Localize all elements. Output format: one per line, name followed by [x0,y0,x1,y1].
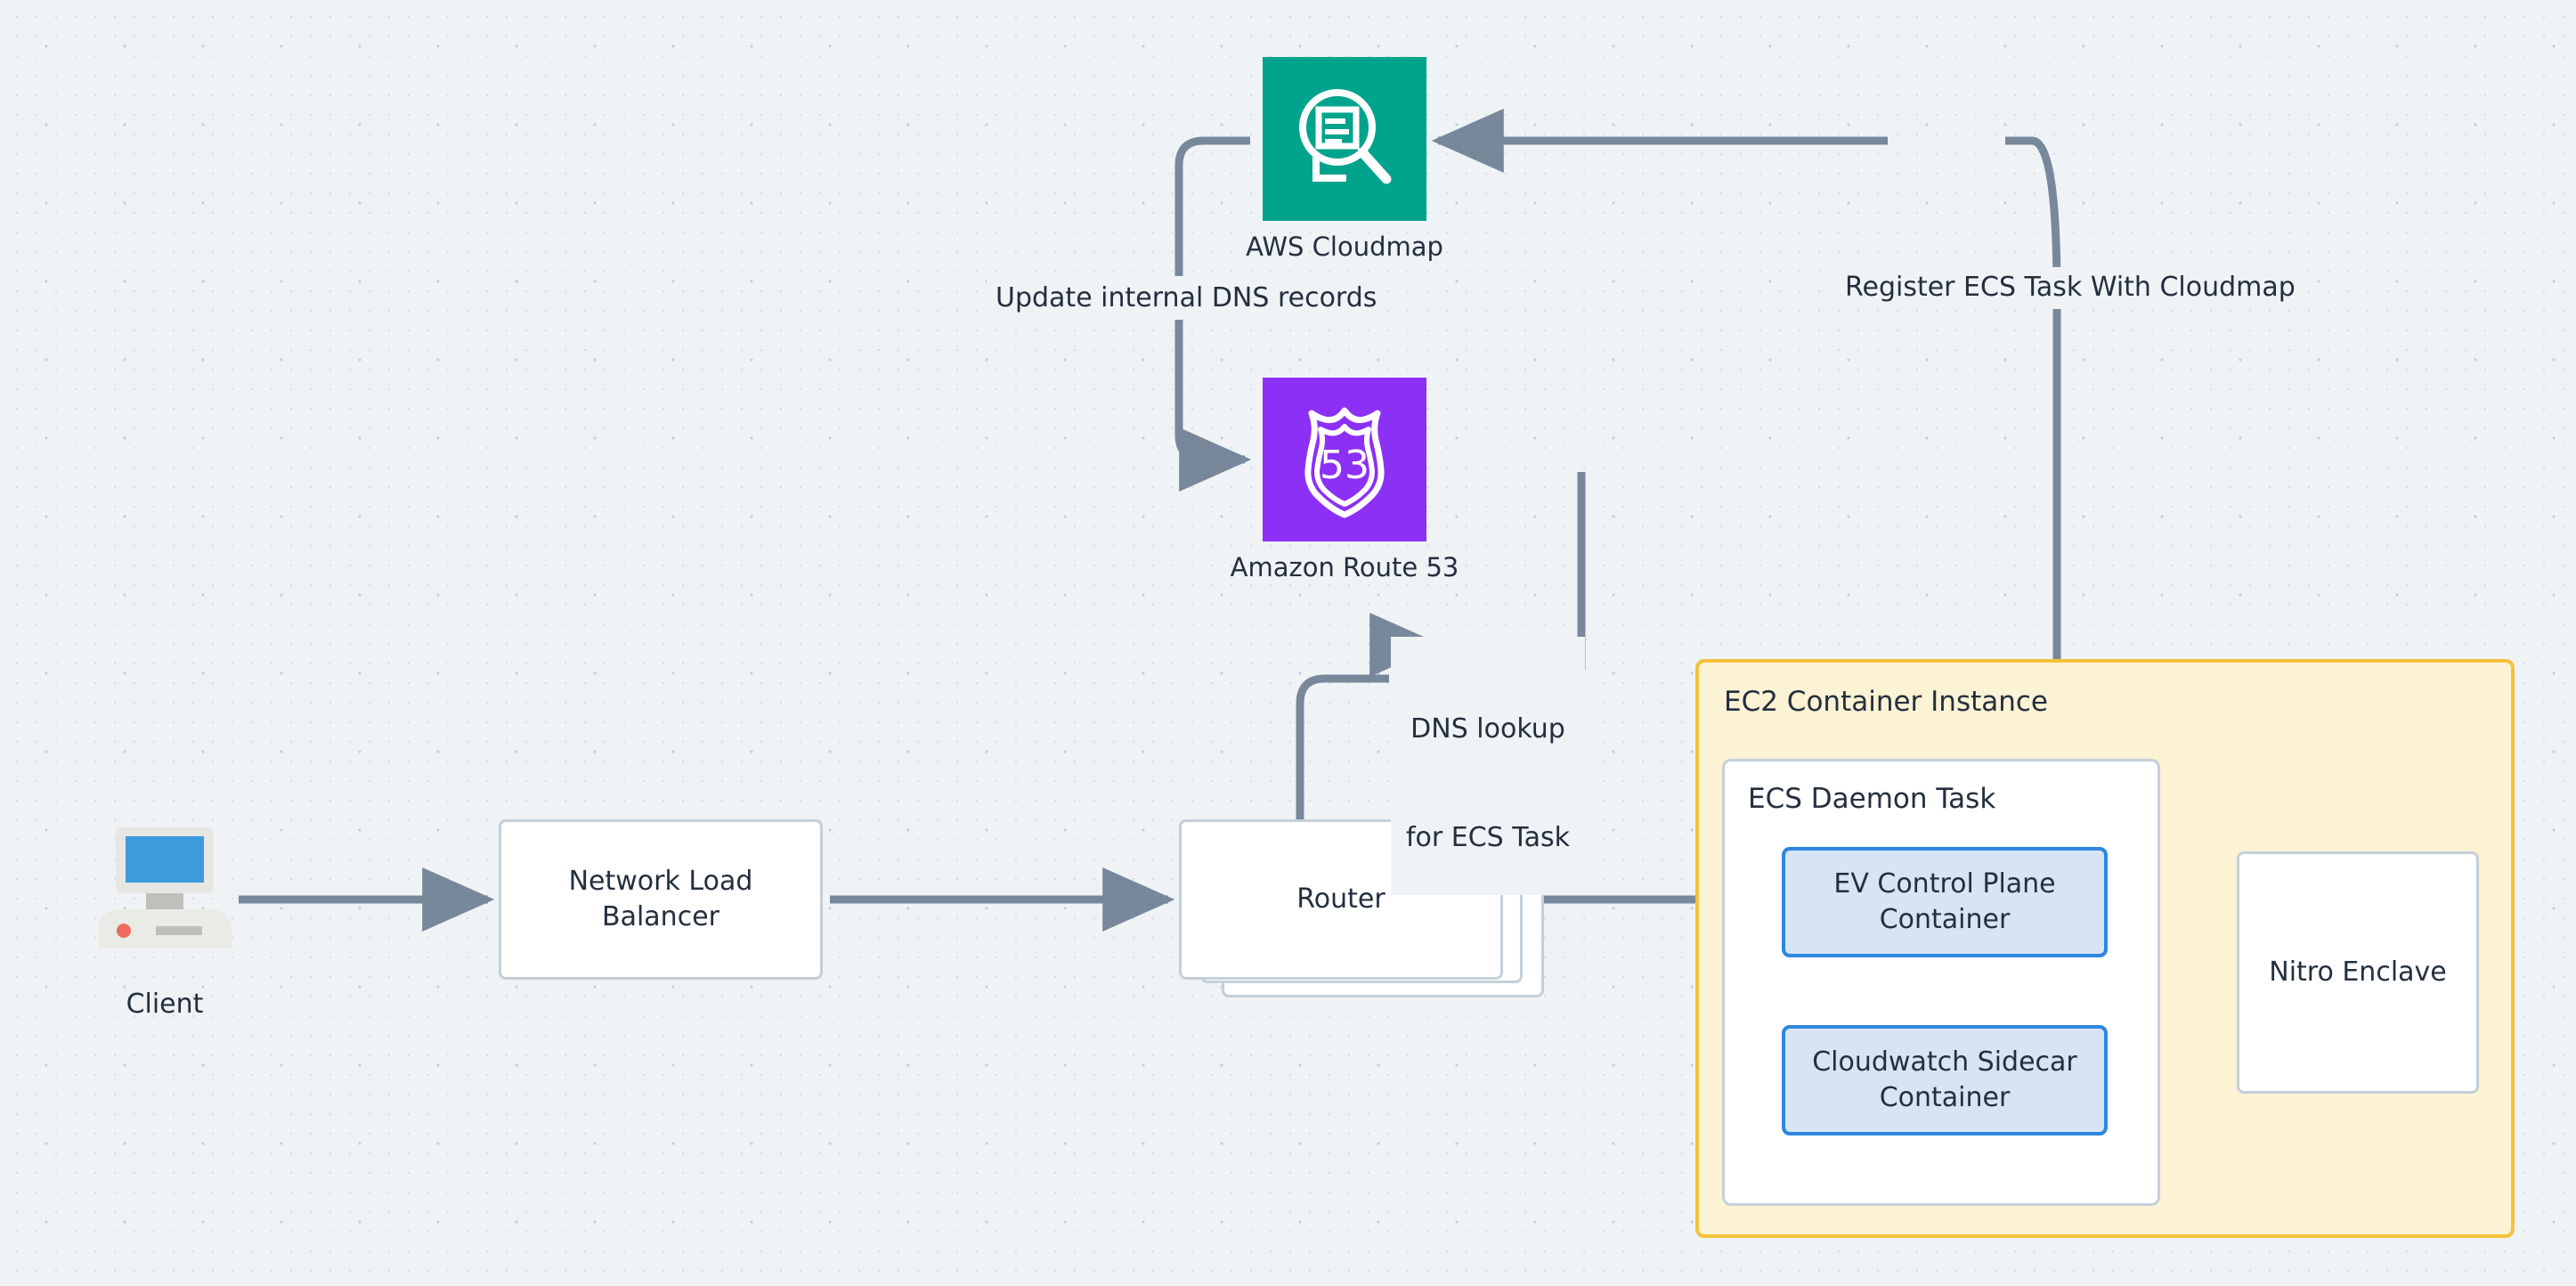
network-load-balancer-node[interactable]: Network Load Balancer [499,819,823,980]
cloudmap-tile [1263,57,1426,221]
desktop-computer-icon [98,827,232,948]
edge-ec2-to-cloudmap-upper [2005,136,2061,295]
nitro-enclave-node[interactable]: Nitro Enclave [2237,851,2479,1094]
ec2-container-instance-group[interactable]: EC2 Container Instance ECS Daemon Task E… [1695,659,2515,1238]
amazon-route53-label: Amazon Route 53 [1230,552,1459,582]
aws-cloudmap-node[interactable]: AWS Cloudmap [1246,57,1443,262]
ecs-daemon-task-title: ECS Daemon Task [1748,783,1996,815]
cloudwatch-sidecar-line2: Container [1879,1082,2011,1113]
ev-control-plane-line1: EV Control Plane [1833,867,2056,899]
nlb-label-line1: Network Load [568,866,753,898]
router-label: Router [1296,883,1386,916]
edge-label-dns-lookup-line2: for ECS Task [1405,821,1570,853]
edge-router-to-route53 [1296,674,1389,833]
edge-cloudmap-to-route53-upper [1174,136,1250,276]
client-node[interactable] [89,824,240,966]
cloudwatch-sidecar-container[interactable]: Cloudwatch Sidecar Container [1782,1025,2108,1135]
ec2-container-instance-title: EC2 Container Instance [1724,686,2049,718]
nlb-label-line2: Balancer [602,901,719,932]
edge-label-dns-lookup-line1: DNS lookup [1410,713,1565,745]
nitro-enclave-label: Nitro Enclave [2269,956,2447,989]
cloudwatch-sidecar-line1: Cloudwatch Sidecar [1812,1046,2077,1078]
client-label: Client [126,989,204,1020]
edge-label-register-task: Register ECS Task With Cloudmap [1836,267,2304,309]
edge-label-dns-lookup: DNS lookup for ECS Task [1391,637,1585,895]
ecs-daemon-task-group[interactable]: ECS Daemon Task EV Control Plane Contain… [1722,759,2160,1206]
edge-label-update-dns: Update internal DNS records [987,278,1386,320]
amazon-route53-node[interactable]: 53 Amazon Route 53 [1231,378,1459,582]
edge-cloudmap-to-route53-lower [1174,319,1252,492]
ev-control-plane-container[interactable]: EV Control Plane Container [1782,847,2108,957]
svg-text:53: 53 [1320,443,1369,488]
aws-cloudmap-label: AWS Cloudmap [1246,232,1443,262]
cloudmap-magnifier-icon [1299,89,1392,184]
route53-tile: 53 [1263,378,1426,541]
ev-control-plane-line2: Container [1879,904,2011,935]
route53-shield-icon: 53 [1304,407,1385,517]
